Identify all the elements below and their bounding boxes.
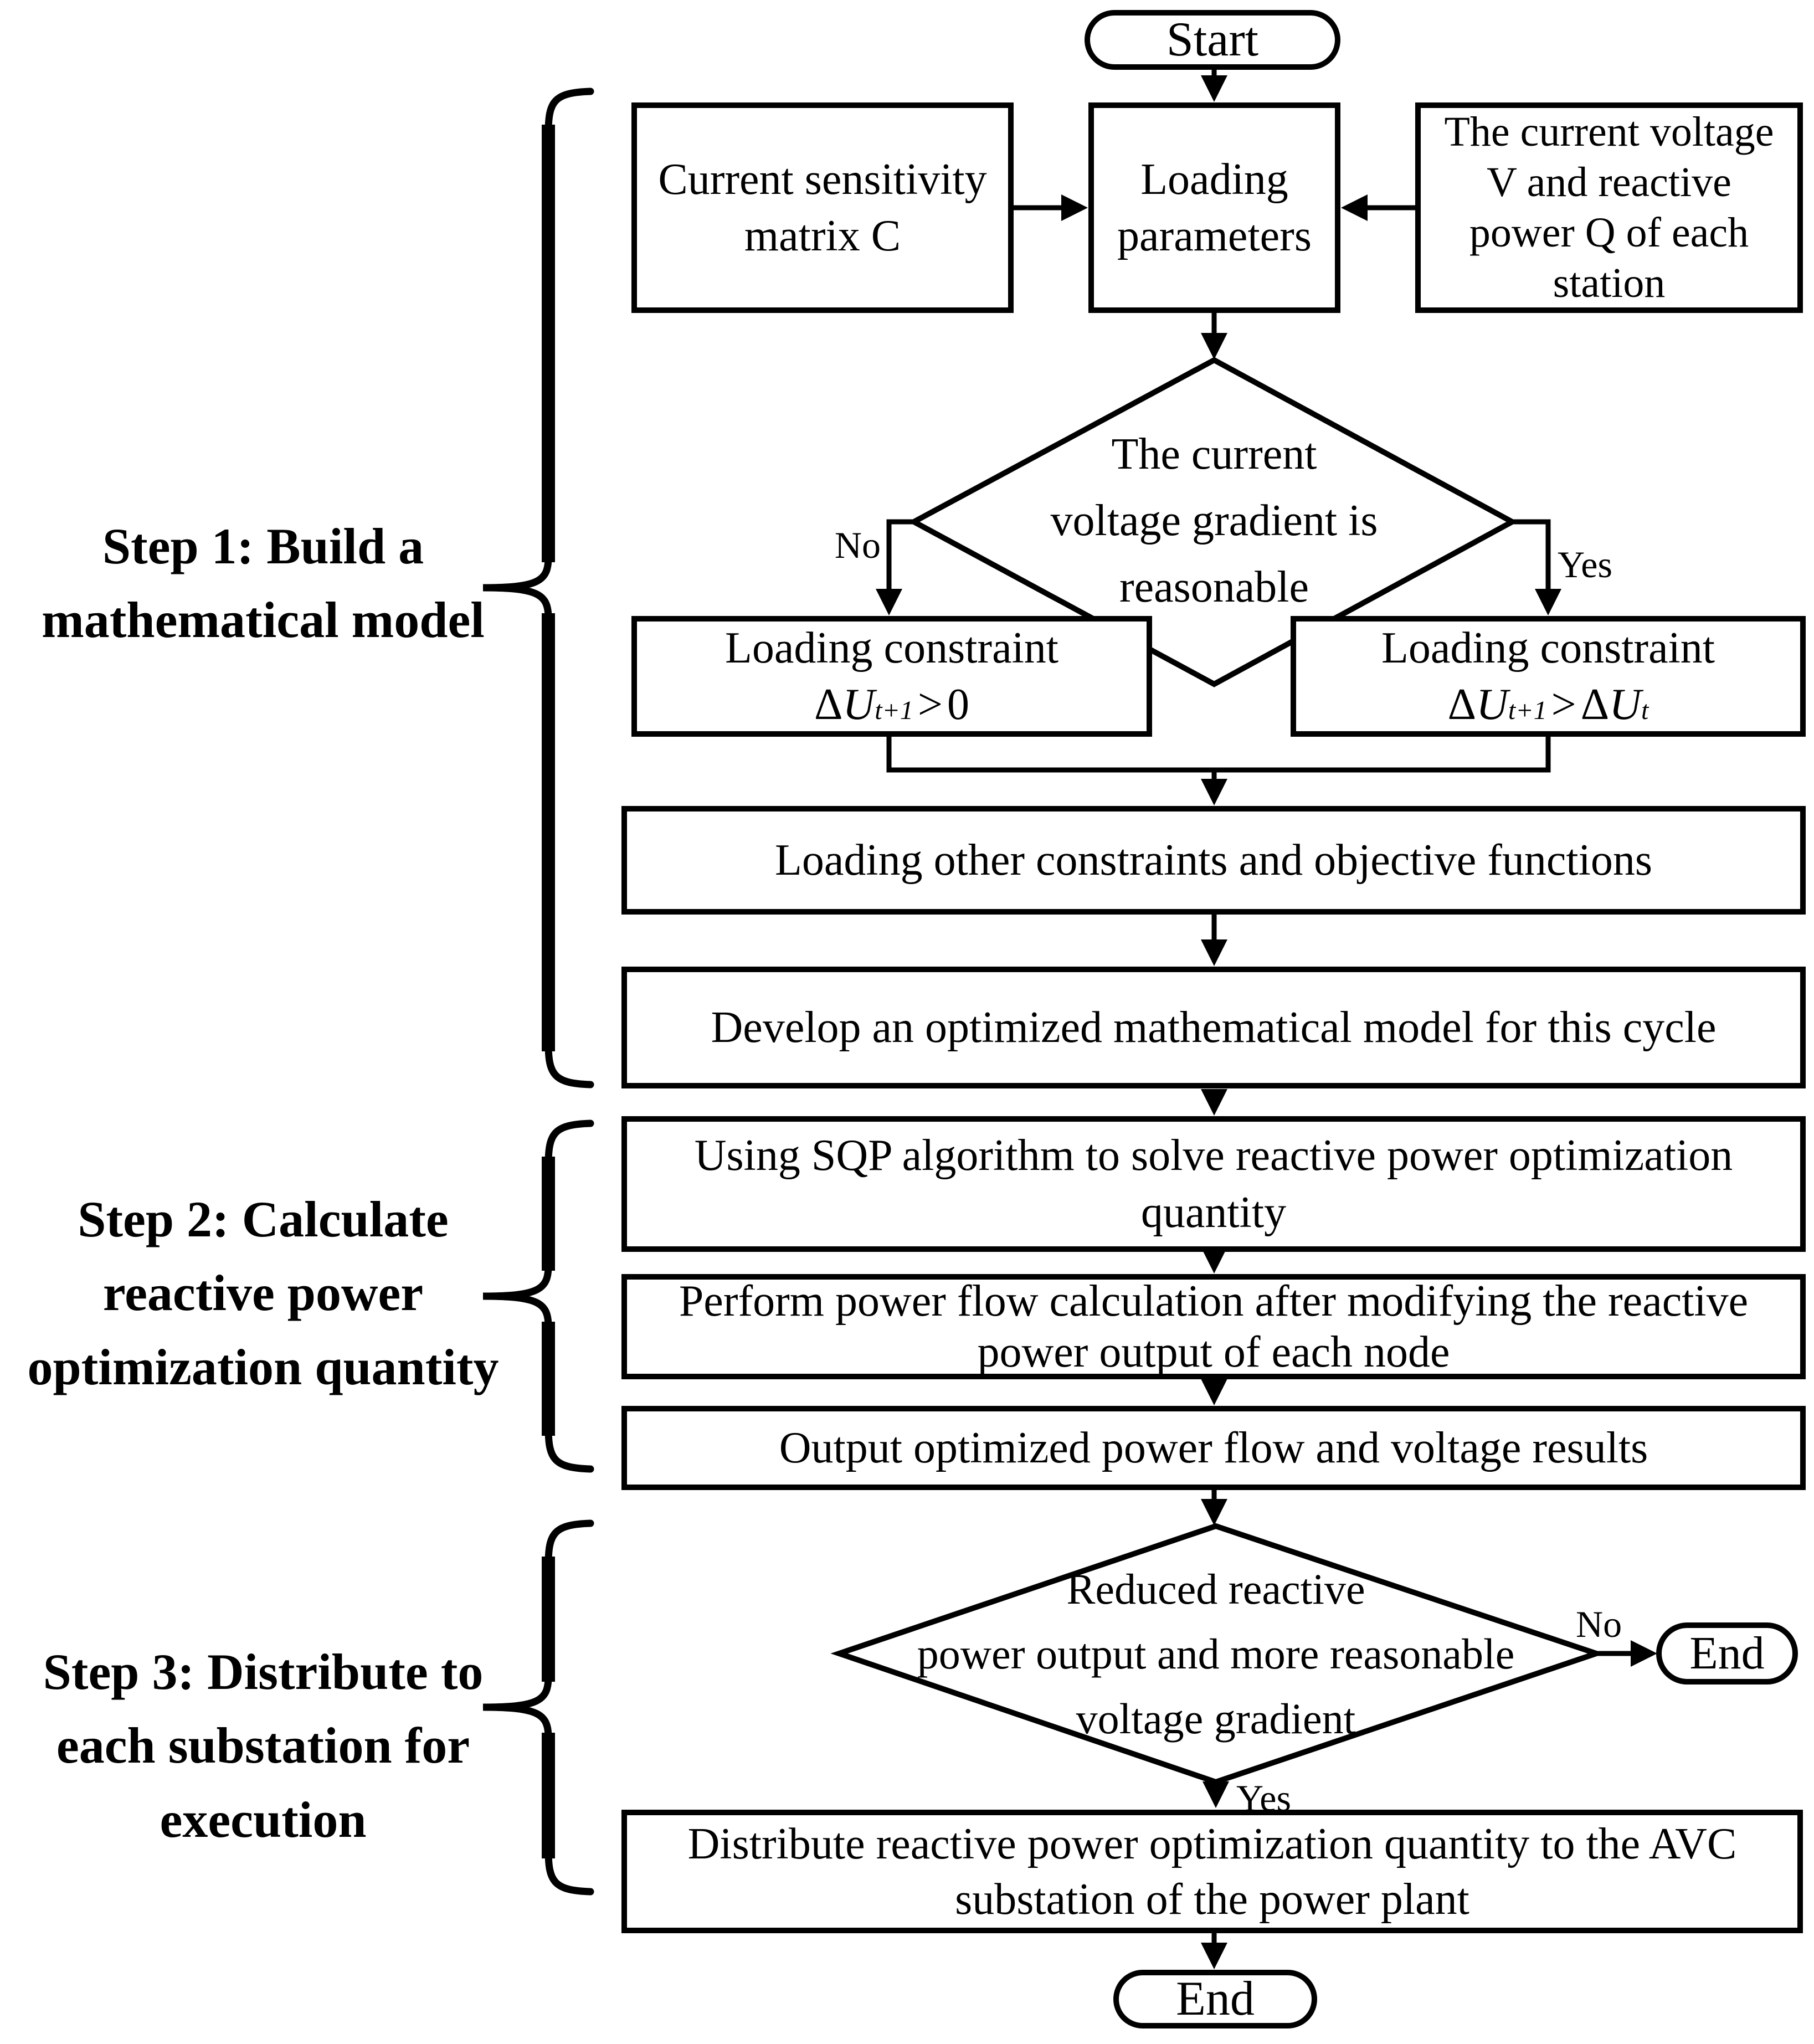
start-terminator: Start <box>1085 10 1340 70</box>
sqp-solve-box: Using SQP algorithm to solve reactive po… <box>621 1116 1806 1252</box>
arrowhead-icon <box>876 589 902 615</box>
node-text: Loading constraint <box>724 623 1059 672</box>
step-label-text: Step 3: Distribute to <box>43 1644 484 1700</box>
brace-step-1 <box>482 88 594 1088</box>
node-text: The current voltage <box>1444 108 1774 155</box>
decision-text: reasonable <box>1119 563 1309 612</box>
brace-step-3 <box>482 1519 594 1896</box>
node-text: Perform power flow calculation after mod… <box>679 1277 1749 1326</box>
node-text: Loading <box>1140 155 1288 204</box>
arrowhead-icon <box>1341 194 1368 221</box>
node-text: Loading constraint <box>1381 623 1715 672</box>
arrowhead-icon <box>1201 333 1227 360</box>
node-text: parameters <box>1117 212 1312 260</box>
decision-text: voltage gradient is <box>1050 496 1378 545</box>
arrowhead-icon <box>1201 75 1227 102</box>
delta-symbol: Δ <box>1447 680 1477 729</box>
end-terminator-bottom: End <box>1113 1970 1317 2028</box>
output-results-box: Output optimized power flow and voltage … <box>621 1406 1806 1490</box>
arrowhead-icon <box>1201 939 1227 966</box>
node-text: quantity <box>1140 1188 1287 1237</box>
end-label: End <box>1689 1627 1765 1680</box>
var-u: U <box>1476 680 1508 729</box>
other-constraints-box: Loading other constraints and objective … <box>621 806 1806 915</box>
gt-operator: > <box>917 680 943 729</box>
decision-text: The current <box>1111 430 1317 479</box>
step-label-text: reactive power <box>102 1265 424 1322</box>
develop-model-box: Develop an optimized mathematical model … <box>621 967 1806 1088</box>
step-braces <box>482 88 594 1896</box>
delta-symbol: Δ <box>814 680 843 729</box>
node-text: Develop an optimized mathematical model … <box>711 1003 1717 1052</box>
arrowhead-icon <box>1201 1499 1227 1526</box>
subscript: t+1 <box>875 696 913 725</box>
edge-label-no-1: No <box>834 524 881 566</box>
voltage-reactive-box: The current voltage V and reactive power… <box>1415 102 1803 313</box>
gt-operator: > <box>1551 680 1576 729</box>
var-u: U <box>1609 680 1641 729</box>
decision-text: voltage gradient <box>1076 1694 1356 1743</box>
current-sensitivity-box: Current sensitivity matrix C <box>631 102 1014 313</box>
edge-label-no-2: No <box>1576 1603 1622 1645</box>
improvement-decision: Reduced reactive power output and more r… <box>917 1551 1515 1756</box>
node-text: power Q of each <box>1469 209 1749 256</box>
step-label-text: Step 2: Calculate <box>78 1191 449 1247</box>
node-text: Output optimized power flow and voltage … <box>779 1423 1648 1472</box>
node-text: matrix C <box>744 212 901 260</box>
node-text: substation of the power plant <box>955 1874 1469 1924</box>
arrowhead-icon <box>1631 1640 1657 1667</box>
arrowhead-icon <box>1201 1089 1227 1116</box>
voltage-gradient-decision: The current voltage gradient is reasonab… <box>993 418 1436 623</box>
node-text: Loading other constraints and objective … <box>774 835 1653 885</box>
node-text: power output of each node <box>977 1328 1450 1377</box>
subscript: t <box>1641 696 1649 725</box>
arrowhead-icon <box>1201 1379 1227 1405</box>
arrowhead-icon <box>1201 1247 1227 1273</box>
edge-decision1-no <box>886 519 914 590</box>
step-1-label: Step 1: Build a mathematical model <box>0 510 526 658</box>
node-text: Distribute reactive power optimization q… <box>687 1819 1737 1868</box>
power-flow-box: Perform power flow calculation after mod… <box>621 1274 1806 1379</box>
node-text: V and reactive <box>1487 158 1731 206</box>
end-terminator-right: End <box>1656 1622 1798 1684</box>
brace-step-2 <box>482 1119 594 1473</box>
arrowhead-icon <box>1201 1943 1227 1969</box>
arrowhead-icon <box>1203 1781 1229 1808</box>
loading-parameters-box: Loading parameters <box>1088 102 1340 313</box>
arrowheads <box>876 75 1657 1969</box>
arrowhead-icon <box>1061 194 1088 221</box>
decision-text: power output and more reasonable <box>917 1629 1515 1678</box>
subscript: t+1 <box>1508 696 1547 725</box>
decision-diamond-improved <box>830 1523 1605 1785</box>
step-2-label: Step 2: Calculate reactive power optimiz… <box>0 1183 526 1404</box>
step-3-label: Step 3: Distribute to each substation fo… <box>0 1635 526 1857</box>
step-label-text: each substation for <box>56 1717 470 1774</box>
distribute-box: Distribute reactive power optimization q… <box>621 1810 1803 1933</box>
edge-label-yes-1: Yes <box>1558 543 1612 586</box>
node-text: Current sensitivity <box>658 155 987 204</box>
node-text: Using SQP algorithm to solve reactive po… <box>694 1131 1733 1180</box>
decision-diamond-gradient <box>908 357 1518 687</box>
step-label-text: optimization quantity <box>27 1338 499 1395</box>
end-label: End <box>1176 1971 1255 2026</box>
arrowhead-icon <box>1201 779 1227 805</box>
step-label-text: execution <box>160 1791 367 1848</box>
decision-text: Reduced reactive <box>1066 1564 1365 1613</box>
node-text: station <box>1553 260 1666 307</box>
arrowhead-icon <box>1535 589 1561 615</box>
var-u: U <box>842 680 875 729</box>
step-label-text: Step 1: Build a <box>102 518 424 574</box>
edge-decision1-yes <box>1512 519 1551 590</box>
rhs-zero: 0 <box>947 680 970 729</box>
start-label: Start <box>1166 12 1259 66</box>
step-label-text: mathematical model <box>42 592 485 649</box>
decision-shapes <box>830 357 1605 1785</box>
delta-symbol: Δ <box>1580 680 1610 729</box>
edge-constraints-merge <box>886 737 1551 773</box>
